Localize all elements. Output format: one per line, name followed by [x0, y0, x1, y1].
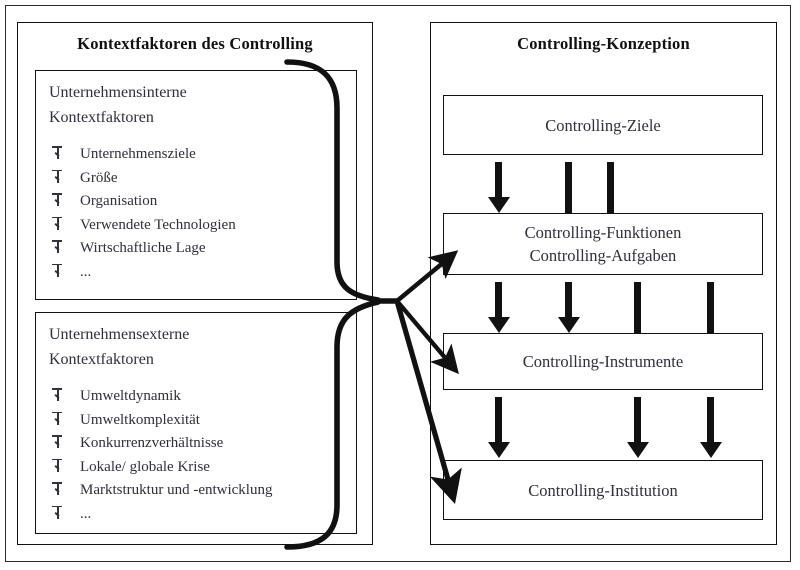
list-item-label: Umweltdynamik — [80, 388, 181, 404]
connector-arrow-instrumente-institution-a — [487, 397, 510, 458]
list-item: Umweltkomplexität — [50, 409, 348, 433]
box-label: Controlling-Ziele — [545, 115, 661, 135]
card-heading-line2: Kontextfaktoren — [49, 109, 154, 126]
card-unternehmensinterne: Unternehmensinterne Kontextfaktoren Unte… — [35, 70, 362, 305]
arrow-bullet-icon — [52, 435, 65, 450]
bullet-list-interne: Unternehmensziele Größe Organisation Ver… — [50, 143, 348, 284]
connector-arrow-instrumente-institution-c — [699, 397, 722, 458]
box-label-line2: Controlling-Aufgaben — [529, 246, 677, 265]
arrow-bullet-icon — [52, 388, 65, 403]
list-item-label: Unternehmensziele — [80, 146, 196, 162]
list-item: Unternehmensziele — [50, 143, 348, 167]
outer-frame — [5, 5, 791, 562]
arrow-bullet-icon — [52, 193, 65, 208]
arrow-bullet-icon — [52, 146, 65, 161]
list-item: Organisation — [50, 190, 348, 214]
card-heading-line2: Kontextfaktoren — [49, 351, 154, 368]
list-item: Wirtschaftliche Lage — [50, 237, 348, 261]
bullet-list-externe: Umweltdynamik Umweltkomplexität Konkurre… — [50, 385, 348, 526]
list-item: Marktstruktur und -entwicklung — [50, 479, 348, 503]
arrow-bullet-icon — [52, 482, 65, 497]
card-unternehmensexterne: Unternehmensexterne Kontextfaktoren Umwe… — [35, 312, 362, 539]
list-item: ... — [50, 261, 348, 285]
list-item: Konkurrenzverhältnisse — [50, 432, 348, 456]
list-item-label: Marktstruktur und -entwicklung — [80, 482, 273, 498]
box-controlling-funktionen: Controlling-Funktionen Controlling-Aufga… — [443, 213, 769, 281]
list-item-label: ... — [80, 263, 92, 280]
box-controlling-ziele: Controlling-Ziele — [443, 95, 769, 161]
right-panel-title: Controlling-Konzeption — [517, 34, 690, 53]
list-item: ... — [50, 503, 348, 527]
list-item-label: Lokale/ globale Krise — [80, 458, 210, 475]
arrow-bullet-icon — [52, 240, 65, 255]
list-item-label: Größe — [80, 169, 118, 186]
connector-arrow-funktionen-instrumente-a — [487, 282, 510, 333]
connector-line-funktionen-instrumente-a — [634, 282, 641, 333]
list-item-label: Wirtschaftliche Lage — [80, 240, 206, 256]
left-panel-title: Kontextfaktoren des Controlling — [77, 34, 313, 53]
connector-arrow-funktionen-instrumente-b — [557, 282, 580, 333]
list-item-label: ... — [80, 505, 92, 522]
box-label: Controlling-Institution — [528, 480, 678, 500]
card-heading: Unternehmensexterne Kontextfaktoren — [49, 322, 346, 372]
connector-line-funktionen-instrumente-b — [707, 282, 714, 333]
connector-line-ziele-funktionen-b — [607, 162, 614, 213]
arrow-bullet-icon — [52, 458, 65, 474]
box-label-line1: Controlling-Funktionen — [524, 223, 682, 242]
connector-arrow-ziele-funktionen — [487, 162, 510, 213]
connector-line-ziele-funktionen-a — [565, 162, 572, 213]
list-item-label: Organisation — [80, 193, 158, 209]
box-controlling-instrumente: Controlling-Instrumente — [443, 333, 769, 396]
arrow-bullet-icon — [52, 411, 65, 427]
arrow-bullet-icon — [52, 263, 65, 279]
arrow-bullet-icon — [52, 505, 65, 521]
list-item: Größe — [50, 167, 348, 191]
arrow-bullet-icon — [52, 216, 65, 232]
list-item: Verwendete Technologien — [50, 214, 348, 238]
list-item: Lokale/ globale Krise — [50, 456, 348, 480]
box-label: Controlling-Instrumente — [522, 352, 684, 371]
connector-arrow-instrumente-institution-b — [626, 397, 649, 458]
card-heading-line1: Unternehmensinterne — [49, 84, 187, 101]
card-heading-line1: Unternehmensexterne — [49, 326, 190, 343]
card-heading: Unternehmensinterne Kontextfaktoren — [49, 80, 346, 130]
arrow-bullet-icon — [52, 169, 65, 185]
list-item: Umweltdynamik — [50, 385, 348, 409]
list-item-label: Umweltkomplexität — [80, 411, 200, 428]
list-item-label: Verwendete Technologien — [80, 216, 236, 233]
box-controlling-institution: Controlling-Institution — [443, 460, 769, 526]
list-item-label: Konkurrenzverhältnisse — [80, 435, 224, 451]
